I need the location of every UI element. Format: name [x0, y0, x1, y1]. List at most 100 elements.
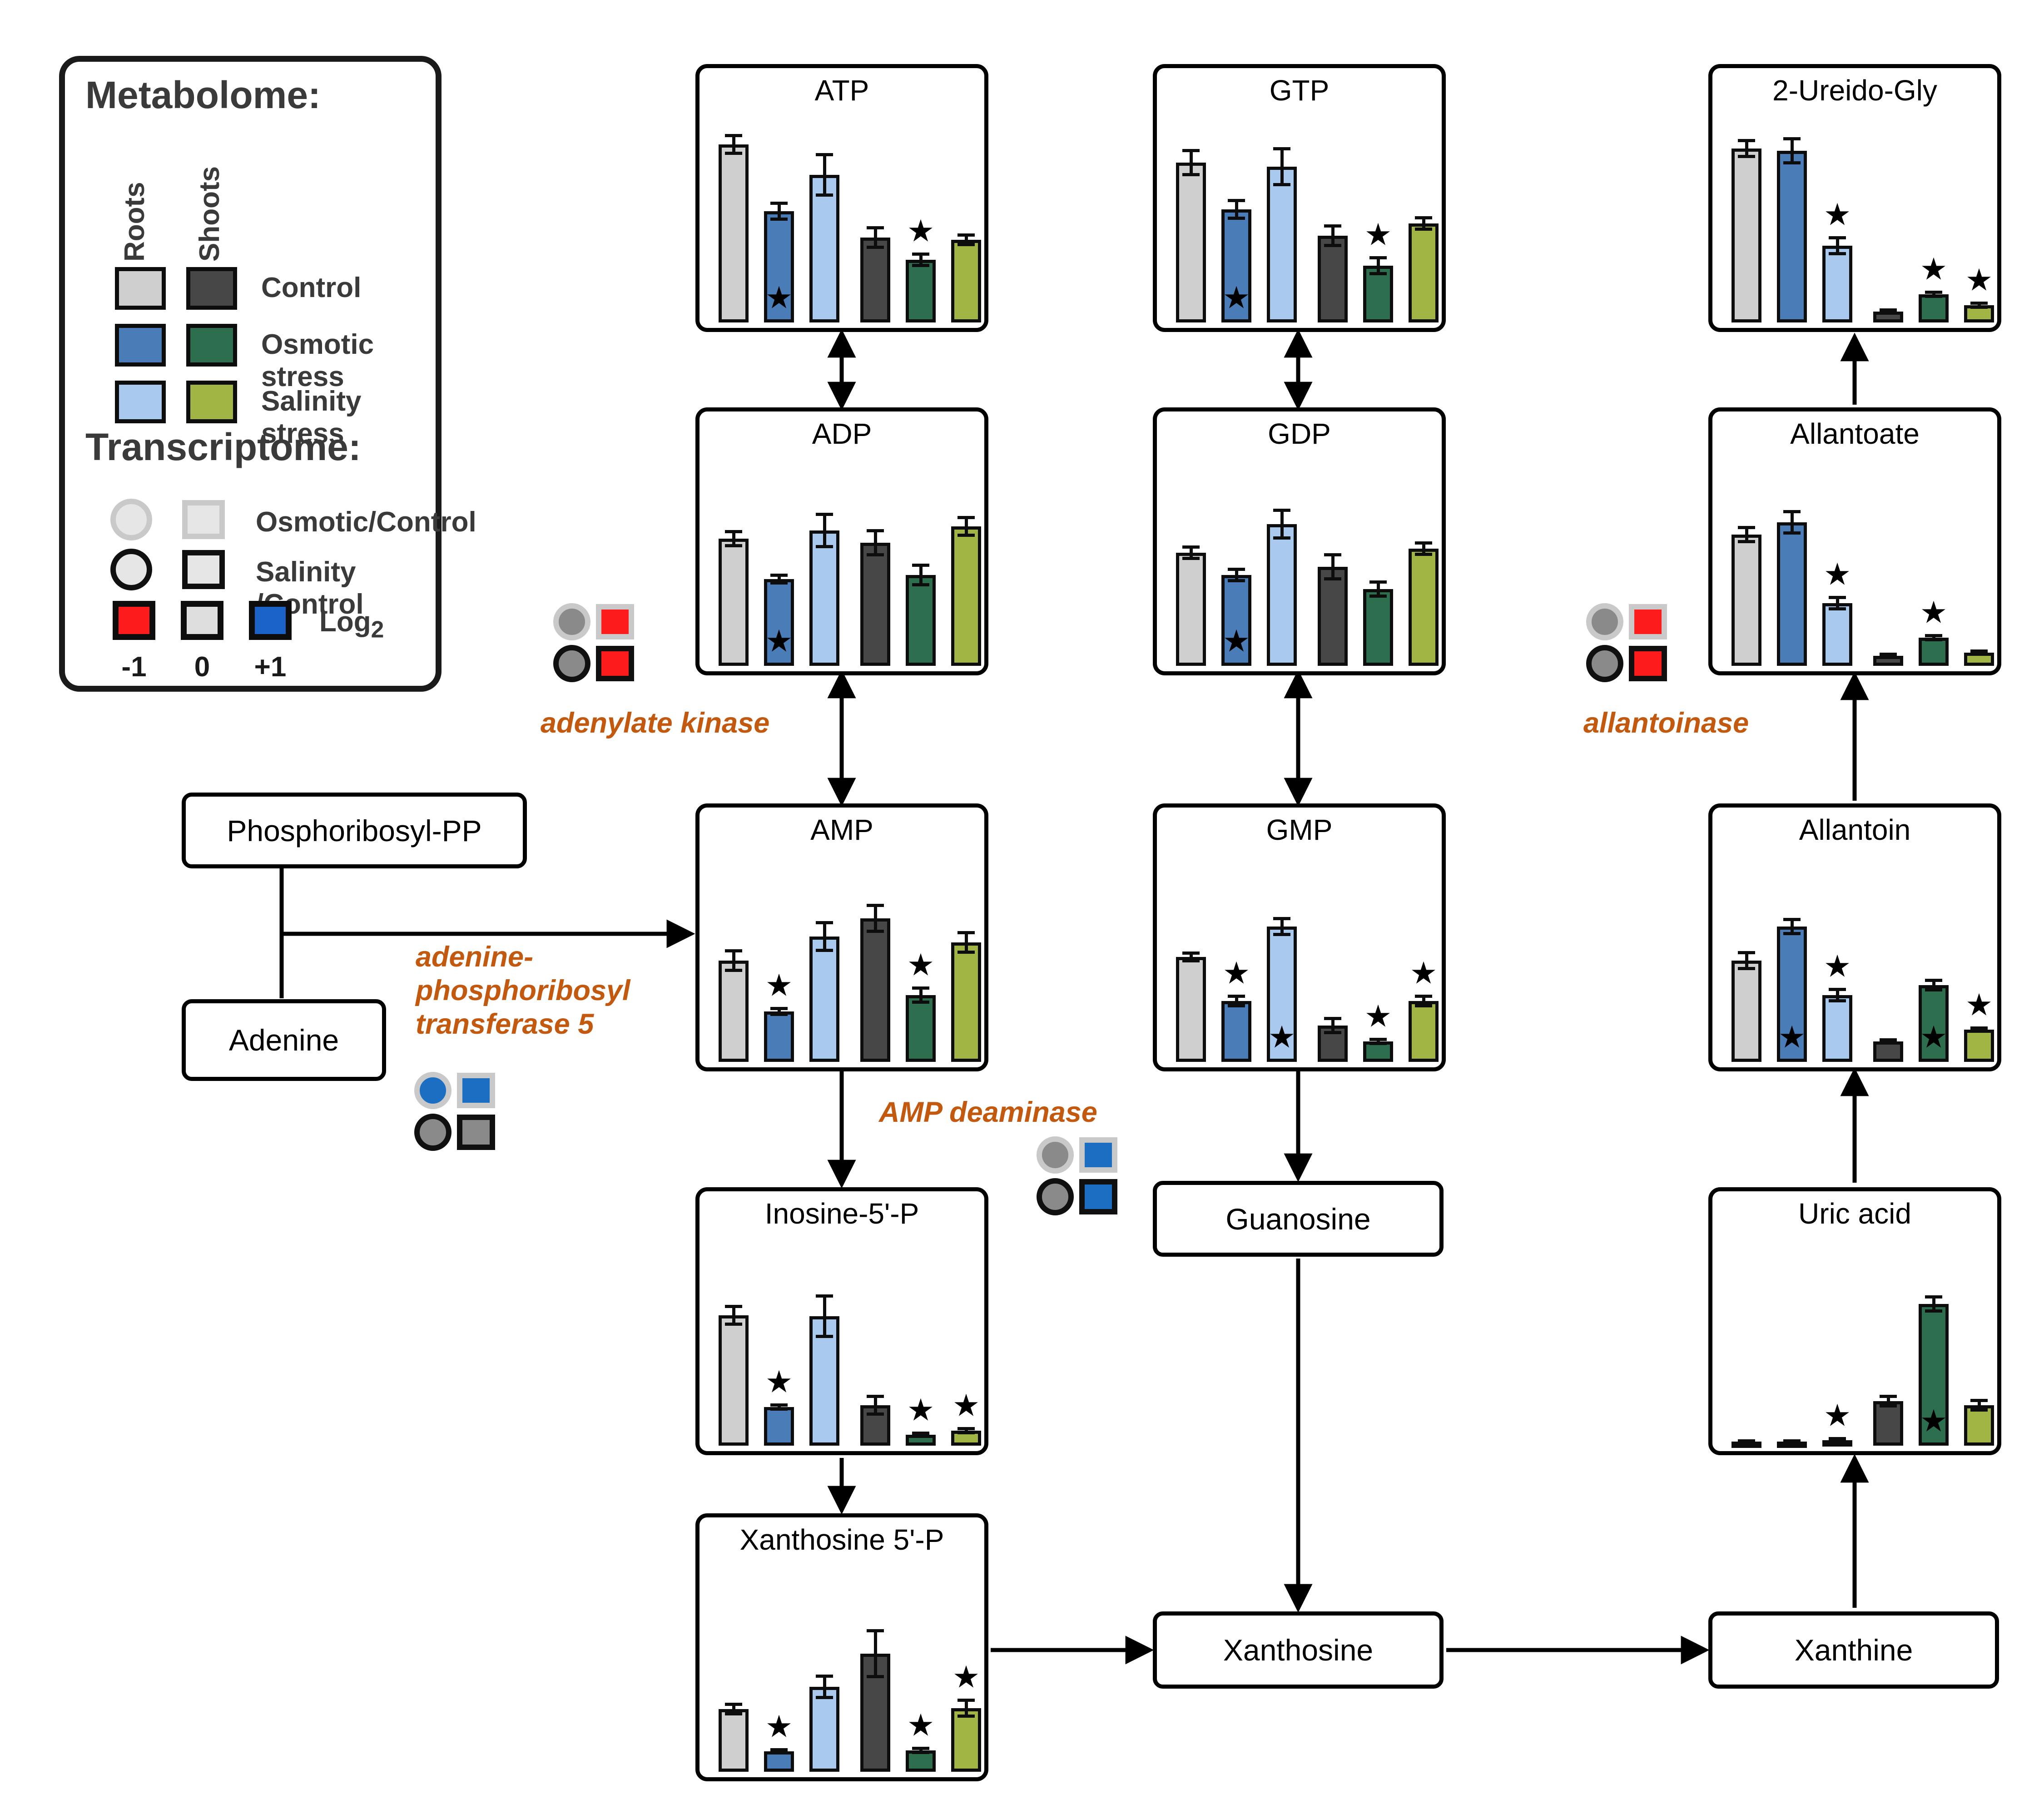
transcript-circle-roots-osmotic_vs_control-icon	[1037, 1136, 1074, 1174]
error-bar-cap	[1273, 536, 1290, 540]
error-bar-cap	[1829, 1437, 1846, 1440]
bar-roots-control	[719, 539, 749, 666]
error-bar	[823, 514, 826, 547]
error-bar-cap	[867, 246, 884, 249]
error-bar	[1235, 996, 1238, 1006]
error-bar	[964, 235, 968, 245]
significance-star: ★	[1921, 1406, 1946, 1436]
error-bar-cap	[1783, 531, 1801, 535]
error-bar	[919, 1748, 923, 1753]
error-bar-cap	[1925, 988, 1942, 991]
swatch-roots-salinity	[115, 381, 166, 423]
significance-star: ★	[908, 215, 933, 246]
error-bar	[1790, 139, 1794, 163]
error-bar-cap	[1880, 656, 1897, 659]
error-bar-cap	[1925, 638, 1942, 641]
error-bar-cap	[1829, 1440, 1846, 1443]
error-bar-cap	[1880, 1041, 1897, 1045]
chart-title-amp: AMP	[810, 813, 873, 846]
error-bar-cap	[1880, 1404, 1897, 1408]
bar-shoots-control	[1873, 1401, 1903, 1446]
significance-star: ★	[767, 1366, 791, 1397]
enzyme-line: allantoinase	[1583, 707, 1749, 739]
error-bar-cap	[816, 1294, 833, 1298]
bar-shoots-osmotic	[1919, 638, 1949, 666]
error-bar-cap	[867, 529, 884, 532]
error-bar-cap	[1783, 161, 1801, 164]
error-bar-cap	[1738, 155, 1755, 158]
transcript-square-shoots-osmotic_vs_control-icon	[1079, 1137, 1117, 1173]
significance-star: ★	[1224, 957, 1249, 988]
bar-roots-osmotic	[764, 1011, 794, 1062]
error-bar-cap	[1228, 199, 1245, 202]
log-sub: 2	[371, 616, 384, 643]
error-bar-cap	[912, 253, 929, 256]
legend-ratio-salinity-label: Salinity /Control	[256, 556, 364, 620]
transcript-circle-roots-salinity_vs_control-icon	[1037, 1178, 1074, 1215]
bar-roots-osmotic	[1221, 1001, 1251, 1062]
error-bar-cap	[1324, 577, 1341, 580]
bar-roots-osmotic	[1777, 927, 1807, 1062]
error-bar	[1235, 200, 1238, 218]
node-label-adenine: Adenine	[228, 1023, 339, 1057]
error-bar-cap	[725, 1323, 742, 1326]
chart-amp: AMP★★	[695, 803, 988, 1071]
bar-roots-osmotic	[1777, 151, 1807, 322]
bar-shoots-salinity	[951, 526, 981, 666]
error-bar	[1790, 511, 1794, 533]
bar-roots-salinity	[1822, 246, 1852, 322]
enzyme-label-adenylate-kinase: adenylate kinase	[541, 706, 769, 740]
error-bar-cap	[1182, 545, 1200, 549]
error-bar-cap	[867, 1412, 884, 1416]
ratio-square-salinity-icon	[182, 550, 225, 589]
bar-shoots-osmotic	[906, 575, 936, 666]
enzyme-line: adenine-	[416, 941, 534, 973]
error-bar-cap	[1738, 526, 1755, 529]
error-bar-cap	[1273, 147, 1290, 150]
error-bar	[732, 951, 735, 971]
error-bar-cap	[867, 226, 884, 229]
error-bar-cap	[816, 949, 833, 952]
error-bar-cap	[816, 545, 833, 548]
enzyme-line: transferase 5	[416, 1008, 594, 1040]
bar-shoots-control	[860, 543, 890, 666]
error-bar	[777, 203, 781, 219]
significance-star: ★	[1780, 1022, 1804, 1052]
significance-star: ★	[1825, 951, 1850, 981]
bar-shoots-salinity	[1409, 223, 1439, 322]
transcript-square-shoots-salinity_vs_control-icon	[1079, 1179, 1117, 1214]
error-bar	[964, 1700, 968, 1716]
error-bar-cap	[1829, 607, 1846, 610]
error-bar-cap	[1783, 137, 1801, 140]
log-text: Log	[319, 606, 371, 638]
error-bar-cap	[867, 1395, 884, 1398]
error-bar	[1932, 1297, 1935, 1311]
error-bar-cap	[770, 574, 788, 577]
error-bar	[964, 517, 968, 535]
error-bar	[732, 1306, 735, 1324]
bar-shoots-salinity	[951, 1708, 981, 1772]
chart-title-allantoin: Allantoin	[1799, 813, 1911, 846]
error-bar	[1376, 582, 1380, 596]
chart-ureido-gly: 2-Ureido-Gly★★★	[1708, 64, 2001, 332]
error-bar-cap	[958, 951, 975, 954]
significance-star: ★	[1825, 199, 1850, 230]
significance-star: ★	[1224, 282, 1249, 313]
error-bar	[1886, 1396, 1890, 1406]
error-bar-cap	[1970, 1408, 1988, 1412]
error-bar	[1745, 952, 1748, 969]
bar-roots-control	[719, 144, 749, 322]
error-bar-cap	[725, 530, 742, 533]
error-bar-cap	[1925, 295, 1942, 298]
bar-roots-osmotic	[764, 579, 794, 666]
significance-star: ★	[1270, 1022, 1294, 1052]
legend-osmotic-label: Osmotic stress	[261, 329, 374, 392]
chart-xanthosine5p: Xanthosine 5'-P★★★	[695, 1513, 988, 1781]
error-bar-cap	[867, 1675, 884, 1678]
error-bar-cap	[1228, 217, 1245, 220]
node-prpp: Phosphoribosyl-PP	[182, 793, 527, 868]
error-bar-cap	[1324, 1031, 1341, 1034]
error-bar	[919, 254, 923, 266]
log2-scale-minus1: -1	[121, 651, 147, 683]
